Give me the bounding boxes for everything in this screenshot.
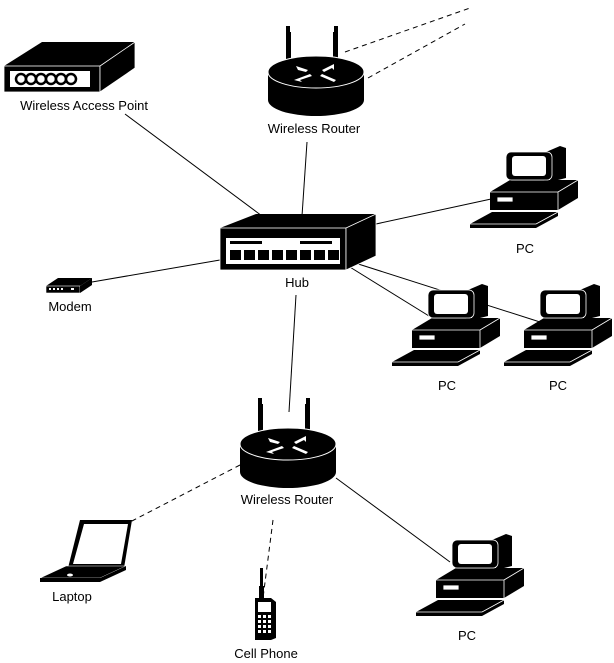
wireless-router-top-icon [267, 25, 365, 117]
link-router-pc4 [335, 477, 451, 563]
label-wireless-router-top: Wireless Router [267, 121, 361, 136]
link-hub-wap [124, 113, 263, 217]
wireless-router-top-a [344, 7, 471, 53]
label-laptop: Laptop [52, 589, 92, 604]
wireless-router-laptop [129, 464, 241, 523]
pc-4-icon [415, 533, 525, 617]
link-hub-router-bottom [288, 294, 297, 413]
pc-3-icon [503, 283, 613, 367]
wireless-links [129, 7, 471, 599]
label-pc-1: PC [515, 241, 535, 256]
wireless-router-bottom-icon [239, 397, 337, 489]
label-modem: Modem [48, 299, 92, 314]
label-wireless-access-point: Wireless Access Point [20, 98, 148, 113]
cell-phone-icon [255, 568, 276, 640]
label-pc-2: PC [437, 378, 457, 393]
label-pc-3: PC [548, 378, 568, 393]
pc-2-icon [391, 283, 501, 367]
pc-1-icon [469, 145, 579, 229]
label-wireless-router-bottom: Wireless Router [240, 492, 334, 507]
wireless-access-point-icon [3, 41, 136, 93]
laptop-icon [39, 520, 132, 582]
modem-icon [45, 278, 92, 294]
wireless-router-phone [262, 519, 274, 599]
link-hub-modem [91, 259, 221, 283]
hub-icon [219, 213, 377, 271]
wireless-router-top-b [367, 23, 466, 79]
link-hub-pc2 [344, 263, 430, 317]
link-hub-pc1 [375, 195, 506, 225]
link-hub-router-top [301, 141, 308, 217]
label-hub: Hub [285, 275, 309, 290]
label-pc-4: PC [457, 628, 477, 643]
label-cell-phone: Cell Phone [234, 646, 298, 661]
